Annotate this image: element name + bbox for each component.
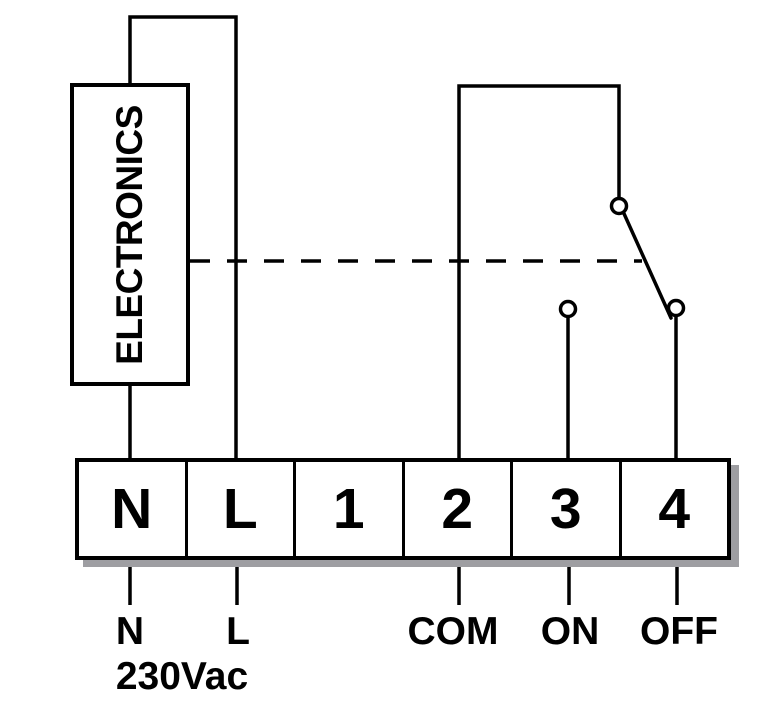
wire-electronics-to-l — [128, 15, 238, 458]
label-neutral: N — [115, 610, 145, 653]
terminal-cell-n: N — [79, 462, 185, 556]
label-supply-voltage: 230Vac — [115, 655, 249, 698]
terminal-label-4: 4 — [658, 477, 691, 541]
terminal-cell-1: 1 — [293, 462, 402, 556]
label-on: ON — [540, 610, 600, 653]
terminal-strip: N L 1 2 3 4 — [75, 458, 731, 560]
terminal-label-2: 2 — [441, 477, 474, 541]
switch-off-contact-icon — [666, 298, 686, 318]
switch-blade — [621, 210, 673, 320]
electronics-box: ELECTRONICS — [70, 83, 190, 386]
switch-on-contact-icon — [558, 299, 578, 319]
terminal-cell-3: 3 — [510, 462, 619, 556]
terminal-cell-l: L — [184, 462, 294, 556]
terminal-cell-4: 4 — [618, 462, 728, 556]
terminal-label-1: 1 — [332, 477, 365, 541]
label-line: L — [226, 610, 250, 653]
electronics-label: ELECTRONICS — [109, 104, 150, 365]
switch-common-contact-icon — [609, 196, 629, 216]
terminal-label-l: L — [222, 477, 258, 541]
label-off: OFF — [640, 610, 718, 653]
label-com: COM — [407, 610, 499, 653]
terminal-label-3: 3 — [549, 477, 582, 541]
wire-com-to-switch — [457, 84, 621, 458]
terminal-label-n: N — [111, 477, 153, 541]
terminal-cell-2: 2 — [401, 462, 511, 556]
